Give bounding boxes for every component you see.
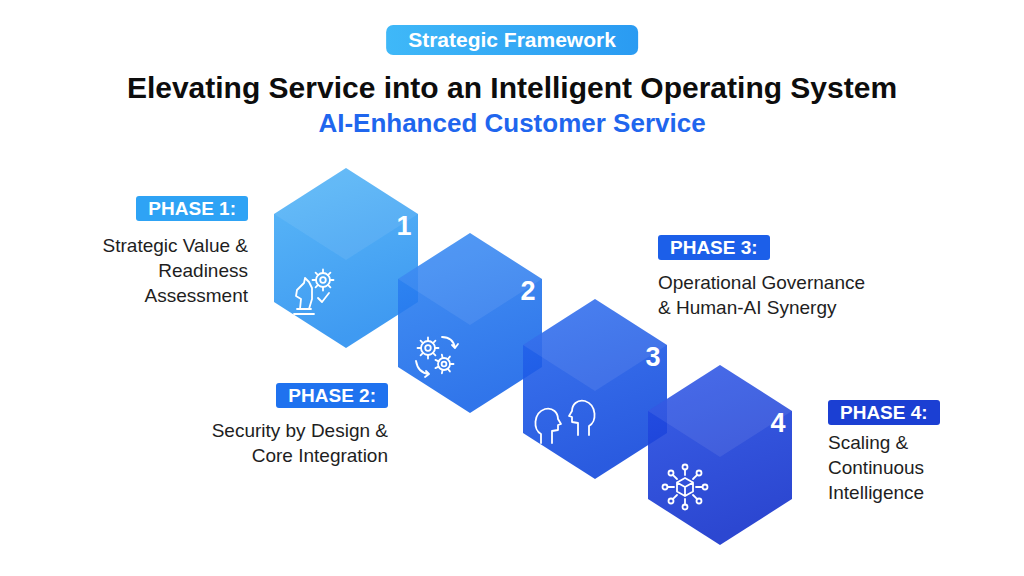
network-link [696,486,703,488]
arrow-icon [442,337,458,348]
cube-shape [648,365,792,545]
badge-text: Strategic Framework [408,28,616,51]
phase-badge: PHASE 3: [658,235,770,260]
subtitle: AI-Enhanced Customer Service [0,106,1024,140]
phase-icon [294,270,334,315]
network-dot [683,505,688,510]
network-link [668,486,675,488]
step-number: 3 [638,342,668,372]
phase-description: Operational Governance & Human-AI Synerg… [658,270,870,320]
network-link [673,495,677,499]
arrow-icon [416,361,429,377]
phase-label: PHASE 1: Strategic Value & Readiness Asse… [98,196,248,308]
check-icon [318,293,329,302]
phase-description: Security by Design & Core Integration [207,418,388,468]
phase-badge: PHASE 2: [276,383,388,408]
phase-description: Strategic Value & Readiness Assessment [98,233,248,308]
cube-icon [677,478,693,496]
gear-icon [313,270,334,291]
network-dot [683,465,688,470]
phase-cube: 2 [398,233,542,413]
phase-cube: 4 [648,365,792,545]
cube-shape [398,233,542,413]
gear-icon [435,355,453,374]
knight-icon [294,278,314,314]
cube-body [523,299,667,479]
head-icon [535,409,561,443]
cube-top-face [398,233,542,325]
diagram-title: Elevating Service into an Intelligent Op… [0,70,1024,106]
cube-body [274,168,418,348]
cube-top-face [648,365,792,457]
phase-label: PHASE 2: Security by Design & Core Integr… [207,383,388,468]
phase-icon [663,465,708,510]
cube-body [398,233,542,413]
network-link [673,475,677,479]
phase-label: PHASE 3: Operational Governance & Human-A… [658,235,870,320]
phase-cube: 1 [274,168,418,348]
network-dot [703,485,708,490]
phase-icon [416,337,458,377]
gear-icon [442,362,447,367]
network-dot [697,499,702,504]
header-badge: Strategic Framework [386,25,638,55]
network-link [693,475,697,479]
phase-icon [535,401,594,443]
phase-description: Scaling & Continuous Intelligence [828,430,929,505]
gear-icon [418,338,439,359]
phase-label: PHASE 4: Scaling & Continuous Intelligenc… [828,400,940,505]
cube-top-face [523,299,667,391]
cube-shape [523,299,667,479]
gear-icon [320,277,326,283]
cube-top-face [274,168,418,260]
step-number: 4 [763,408,793,438]
cube-body [648,365,792,545]
phase-badge: PHASE 1: [136,196,248,221]
network-dot [697,471,702,476]
network-link [693,495,697,499]
network-dot [669,499,674,504]
gear-icon [425,345,431,351]
network-dot [669,471,674,476]
network-dot [663,485,668,490]
step-number: 1 [389,211,419,241]
step-number: 2 [513,276,543,306]
cube-shape [274,168,418,348]
phase-badge: PHASE 4: [828,400,940,425]
phase-cube: 3 [523,299,667,479]
head-icon [569,401,595,435]
